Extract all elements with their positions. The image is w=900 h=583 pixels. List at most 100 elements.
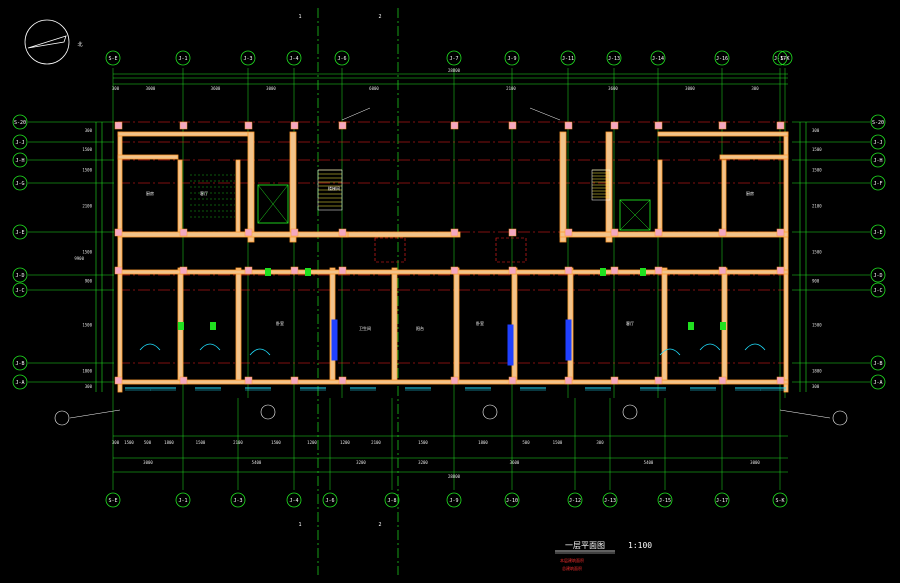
right-axis-2-circle	[870, 152, 886, 168]
bottom-axis-2-label: J-3	[233, 498, 242, 504]
blue-panel-1	[507, 324, 514, 366]
left-dim-4: 1500	[82, 250, 92, 255]
left-axis-8-circle	[12, 374, 28, 390]
bottom-dim2-4: 3600	[510, 460, 520, 465]
top-axis-11-label: J-17	[774, 56, 786, 62]
right-axis-4-label: J-E	[873, 230, 882, 236]
left-axis-4-label: J-E	[15, 230, 24, 236]
top-axis-0-circle	[105, 50, 121, 66]
left-dim-2: 1500	[82, 168, 92, 173]
opening-1	[495, 237, 527, 263]
column-9-3	[654, 376, 663, 385]
right-axis-5-circle	[870, 267, 886, 283]
top-axis-1-circle	[175, 50, 191, 66]
fixture-6	[600, 268, 606, 276]
column-11-3	[776, 376, 785, 385]
bottom-dim-3: 1800	[164, 440, 174, 445]
blue-panel-2	[565, 319, 572, 361]
column-4-3	[338, 376, 347, 385]
fixture-5	[305, 268, 311, 276]
door-swing-0	[139, 343, 161, 351]
bottom-axis-1-circle	[175, 492, 191, 508]
column-4-1	[338, 228, 347, 237]
callout-right	[832, 410, 848, 426]
elevator-right-x2	[619, 199, 651, 231]
inner-wall-4	[453, 267, 460, 381]
right-dim-8: 300	[812, 384, 820, 389]
bottom-axis-5-circle	[384, 492, 400, 508]
room-label-1: 客厅	[200, 190, 208, 196]
column-7-0	[564, 121, 573, 130]
bottom-axis-8-label: J-12	[569, 498, 581, 504]
bottom-dim-6: 1500	[271, 440, 281, 445]
top-dim-4: 6000	[369, 86, 379, 91]
stair-right-frame	[591, 169, 611, 201]
bottom-axis-0-label: S-E	[108, 498, 117, 504]
left-dim-5: 900	[85, 279, 93, 284]
bottom-dim2-3: 3200	[418, 460, 428, 465]
outer-wall-left	[117, 131, 123, 393]
wall-stair-right	[289, 131, 297, 243]
bottom-dim-11: 1800	[478, 440, 488, 445]
right-axis-8-circle	[870, 374, 886, 390]
column-1-2	[179, 266, 188, 275]
bottom-axis-11-label: J-17	[716, 498, 728, 504]
column-2-3	[244, 376, 253, 385]
right-dim-3: 2100	[812, 204, 822, 209]
left-axis-3-circle	[12, 175, 28, 191]
column-8-0	[610, 121, 619, 130]
bottom-axis-9-label: J-13	[604, 498, 616, 504]
inner-wall-3	[391, 267, 398, 381]
column-0-1	[114, 228, 123, 237]
right-dim-7: 1800	[812, 369, 822, 374]
bottom-axis-1-label: J-1	[178, 498, 187, 504]
column-3-0	[290, 121, 299, 130]
column-5-2	[450, 266, 459, 275]
top-axis-3-circle	[286, 50, 302, 66]
right-axis-6-label: J-C	[873, 288, 882, 294]
top-axis-10-label: J-16	[716, 56, 728, 62]
top-axis-1-label: J-1	[178, 56, 187, 62]
callout-mid-3	[622, 404, 638, 420]
outer-wall-top-right	[657, 131, 789, 137]
left-axis-6-circle	[12, 282, 28, 298]
top-axis-9-circle	[650, 50, 666, 66]
left-axis-0-circle	[12, 114, 28, 130]
door-swing-3	[744, 343, 766, 351]
top-axis-6-circle	[504, 50, 520, 66]
top-dim-1: 3000	[146, 86, 156, 91]
bottom-axis-5-label: J-8	[387, 498, 396, 504]
left-axis-2-circle	[12, 152, 28, 168]
top-total-text: 28800	[448, 68, 461, 73]
bottom-axis-7-label: J-10	[506, 498, 518, 504]
leader-1	[341, 107, 371, 121]
bottom-dim-10: 1500	[418, 440, 428, 445]
wall-stair2-right	[605, 131, 613, 243]
note-1: 总建筑面积	[562, 565, 582, 571]
column-1-1	[179, 228, 188, 237]
column-10-0	[718, 121, 727, 130]
right-axis-3-circle	[870, 175, 886, 191]
bottom-dim-8: 1200	[340, 440, 350, 445]
column-1-0	[179, 121, 188, 130]
bottom-dim2-2: 3200	[356, 460, 366, 465]
section-mark-top-2: 2	[378, 14, 381, 20]
bottom-dim-1: 1500	[124, 440, 134, 445]
right-dim-4: 1500	[812, 250, 822, 255]
bottom-dim2-5: 5400	[644, 460, 654, 465]
column-5-0	[450, 121, 459, 130]
column-11-2	[776, 266, 785, 275]
bottom-dim-7: 1200	[307, 440, 317, 445]
drawing-scale: 1:100	[628, 541, 652, 550]
bottom-axis-10-circle	[657, 492, 673, 508]
right-axis-7-label: J-B	[873, 361, 882, 367]
column-9-0	[654, 121, 663, 130]
bottom-axis-6-circle	[446, 492, 462, 508]
bottom-axis-11-circle	[714, 492, 730, 508]
right-axis-2-label: J-H	[873, 158, 882, 164]
column-4-0	[338, 121, 347, 130]
right-dim-6: 1500	[812, 323, 822, 328]
right-axis-0-label: S-20	[872, 120, 884, 126]
